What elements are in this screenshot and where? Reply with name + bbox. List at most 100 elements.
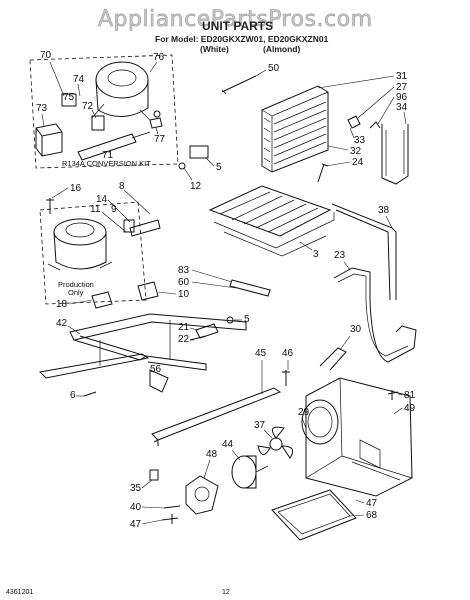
callout-21: 21 — [178, 322, 190, 333]
callout-12: 12 — [190, 181, 202, 192]
model-line: For Model: ED20GKXZW01, ED20GKXZN01 — [155, 34, 329, 44]
base-frame — [38, 313, 247, 379]
callout-50: 50 — [268, 63, 280, 74]
page-title: UNIT PARTS — [202, 19, 273, 33]
callout-30: 30 — [350, 324, 362, 335]
callout-56: 56 — [150, 364, 162, 375]
production-only-label-2: Only — [68, 288, 84, 297]
callout-9: 9 — [111, 204, 117, 215]
callout-34: 34 — [396, 102, 408, 113]
suction-line — [381, 124, 409, 185]
thermistor-83 — [229, 279, 271, 297]
callout-6: 6 — [70, 390, 76, 401]
callout-96: 96 — [396, 92, 408, 103]
watermark: AppliancePartsPros.com — [98, 7, 373, 32]
callout-81: 81 — [404, 390, 416, 401]
fan-motor — [231, 455, 269, 489]
callout-8: 8 — [119, 181, 125, 192]
callout-11: 11 — [90, 204, 101, 215]
conversion-kit-group — [29, 54, 179, 169]
callout-14: 14 — [96, 194, 108, 205]
color-white-label: (White) — [200, 44, 229, 54]
callout-76: 76 — [153, 52, 165, 63]
compressor-kit — [91, 61, 151, 121]
capillary-tube — [221, 75, 257, 93]
callout-24: 24 — [352, 157, 364, 168]
callout-74: 74 — [73, 74, 85, 85]
evaporator-coil — [261, 85, 329, 173]
callout-46: 46 — [282, 348, 294, 359]
callout-23: 23 — [334, 250, 346, 261]
fan-shroud — [301, 377, 413, 497]
screw-81 — [387, 390, 399, 400]
callout-5a: 5 — [216, 162, 222, 173]
doc-number: 4361201 — [6, 589, 33, 596]
clip-60 — [137, 281, 159, 301]
callout-27: 27 — [396, 82, 408, 93]
bracket-56 — [149, 369, 169, 393]
callout-31: 31 — [396, 71, 408, 82]
washer-5 — [226, 316, 234, 324]
callout-38: 38 — [378, 205, 390, 216]
callout-37: 37 — [254, 420, 266, 431]
callout-40: 40 — [130, 502, 142, 513]
discharge-tube — [331, 203, 397, 301]
motor-bracket — [185, 475, 219, 515]
bolt-24 — [317, 163, 329, 183]
callout-83: 83 — [178, 265, 190, 276]
grommet-12 — [178, 162, 186, 170]
callout-5b: 5 — [244, 314, 250, 325]
screw-16 — [46, 198, 54, 214]
callout-10: 10 — [178, 289, 190, 300]
conversion-kit-label: R134A CONVERSION KIT — [62, 159, 151, 168]
callout-49: 49 — [404, 403, 416, 414]
terminal-block — [189, 145, 209, 159]
callout-73: 73 — [36, 103, 48, 114]
screw-22 — [189, 335, 207, 341]
callout-47b: 47 — [366, 498, 378, 509]
callout-75: 75 — [63, 92, 75, 103]
callout-48: 48 — [206, 449, 218, 460]
callout-42: 42 — [56, 318, 68, 329]
compressor-production-group — [39, 201, 161, 305]
callout-71: 71 — [102, 150, 114, 161]
callout-60: 60 — [178, 277, 190, 288]
callout-32: 32 — [350, 146, 362, 157]
defrost-heater — [208, 185, 335, 257]
callout-68: 68 — [366, 510, 378, 521]
callout-47a: 47 — [130, 519, 142, 530]
drain-tube — [319, 347, 347, 371]
production-only-label-1: Production — [58, 280, 94, 289]
callout-29: 29 — [298, 407, 310, 418]
filter-drier — [77, 133, 137, 161]
callout-70: 70 — [40, 50, 52, 61]
screw-46 — [282, 370, 290, 386]
overload — [91, 115, 105, 131]
callout-16: 16 — [70, 183, 82, 194]
relay — [61, 93, 77, 107]
callout-35: 35 — [130, 483, 142, 494]
condenser-loop — [333, 267, 417, 363]
callout-22: 22 — [178, 334, 190, 345]
screw-47 — [161, 514, 179, 524]
page-number: 12 — [222, 589, 230, 596]
roller-21 — [195, 323, 219, 339]
callout-72: 72 — [82, 101, 94, 112]
callout-44: 44 — [222, 439, 234, 450]
screw-6 — [83, 391, 97, 397]
drain-pan — [271, 489, 357, 541]
screw-40 — [163, 505, 181, 509]
callout-33: 33 — [354, 135, 366, 146]
color-almond-label: (Almond) — [263, 44, 300, 54]
start-relay-cover — [35, 123, 63, 157]
callout-77: 77 — [154, 134, 166, 145]
callouts: 70 74 76 75 72 73 77 71 50 31 27 96 34 3… — [36, 50, 416, 530]
callout-45: 45 — [255, 348, 267, 359]
grommet-35 — [149, 469, 159, 481]
foot-18 — [91, 291, 113, 309]
callout-3: 3 — [313, 249, 319, 260]
callout-18: 18 — [56, 299, 68, 310]
fan-blade — [257, 426, 294, 459]
rail-45 — [151, 387, 282, 446]
